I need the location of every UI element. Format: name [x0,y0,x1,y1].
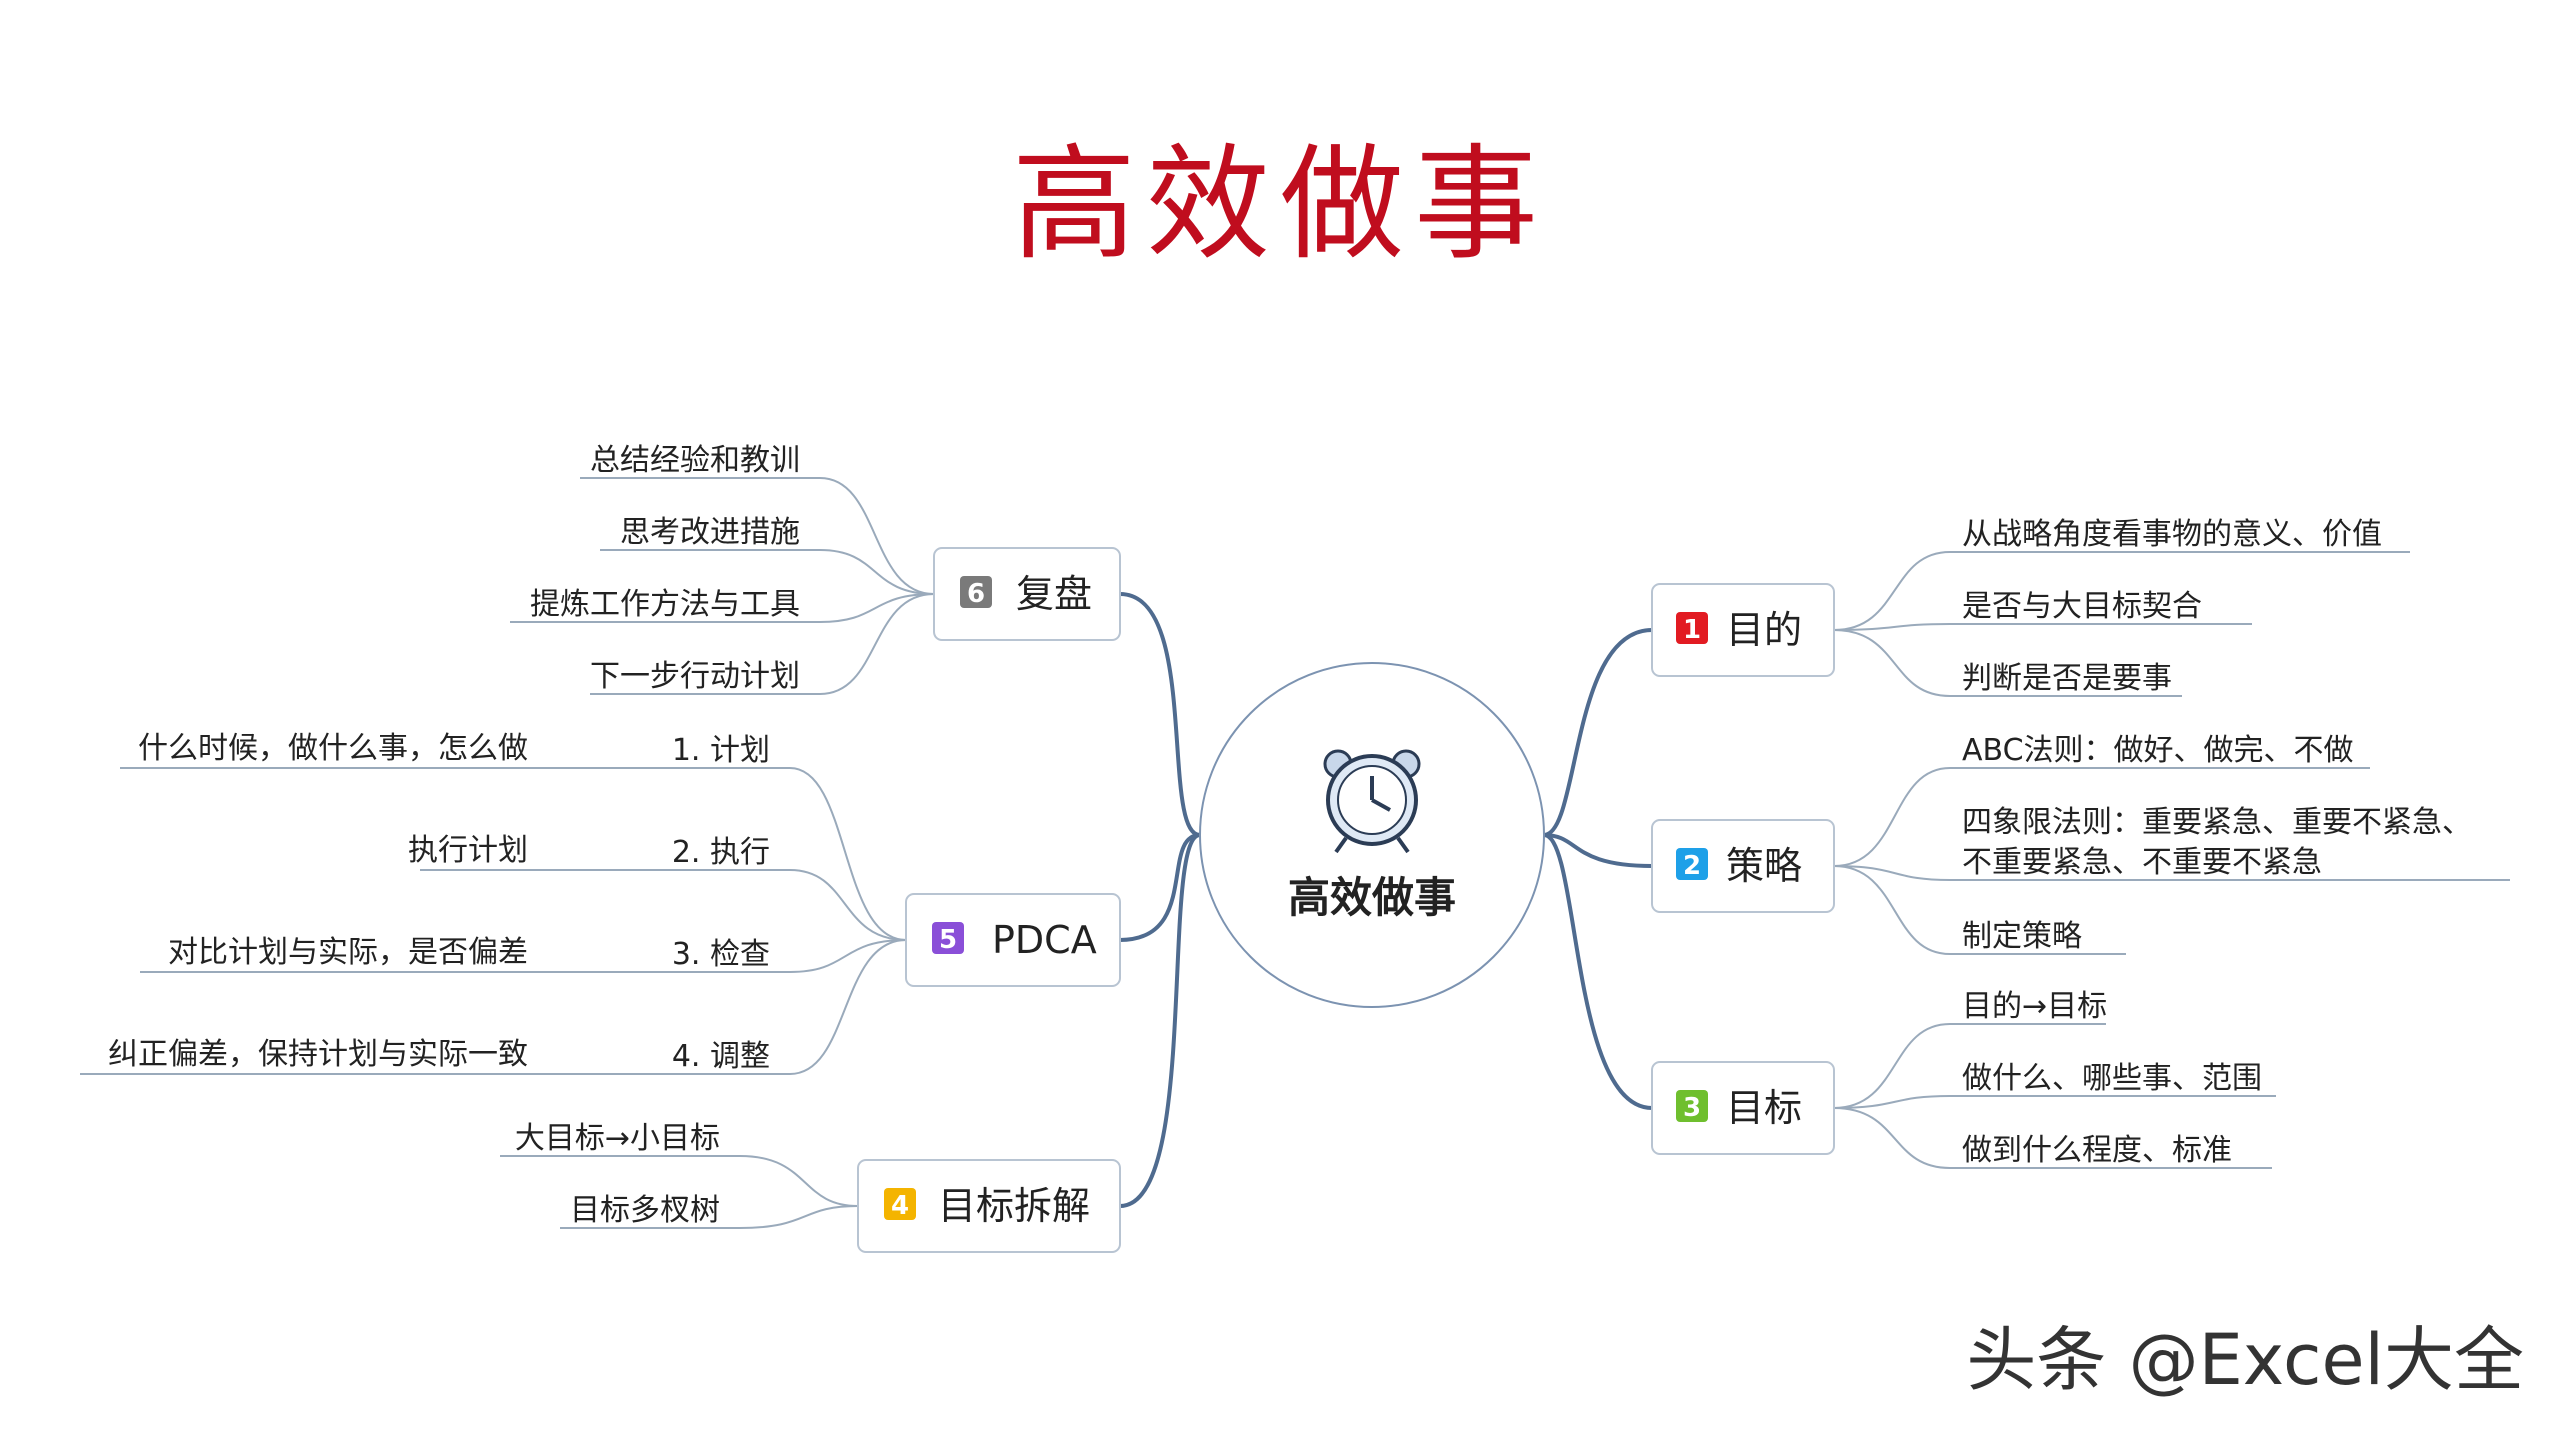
connector-line [1543,833,1653,868]
connector-line [789,939,907,973]
leaf-b5-3-detail[interactable]: 对比计划与实际，是否偏差 [168,935,528,970]
leaves-b1: 从战略角度看事物的意义、价值 是否与大目标契合 判断是否是要事 [1962,517,2382,696]
leaf-b6-4[interactable]: 下一步行动计划 [590,659,800,694]
connector-line [819,549,935,595]
connector-line [1119,833,1201,1208]
leaf-b2-3[interactable]: 制定策略 [1962,919,2082,954]
branch-b4-label: 目标拆解 [938,1184,1090,1228]
badge-6-number: 6 [967,579,985,609]
leaf-b5-4-label[interactable]: 4. 调整 [672,1039,770,1074]
connector-line [739,1155,859,1207]
badge-2-number: 2 [1683,851,1701,881]
leaf-b2-2-line2: 不重要紧急、不重要不紧急 [1962,845,2322,880]
branch-b2[interactable]: 2 策略 [1651,819,1835,913]
leaf-b5-4-detail[interactable]: 纠正偏差，保持计划与实际一致 [108,1037,528,1072]
leaf-b4-2[interactable]: 目标多杈树 [570,1193,720,1228]
branch-b2-label: 策略 [1726,844,1802,888]
connector-line [1833,1107,1951,1169]
leaf-b5-2-detail[interactable]: 执行计划 [408,833,528,868]
branch-b3-label: 目标 [1726,1086,1802,1130]
leaves-b6: 总结经验和教训 思考改进措施 提炼工作方法与工具 下一步行动计划 [530,443,800,694]
leaves-b3: 目的→目标 做什么、哪些事、范围 做到什么程度、标准 [1962,989,2262,1168]
center-node[interactable]: 高效做事 [1199,662,1545,1008]
connector-line [789,939,907,1075]
leaves-b2: ABC法则：做好、做完、不做 四象限法则：重要紧急、重要不紧急、 不重要紧急、不… [1962,733,2482,954]
branch-b6[interactable]: 6 复盘 [933,547,1121,641]
leaf-b5-3-label[interactable]: 3. 检查 [672,937,770,972]
branch-b1-label: 目的 [1726,608,1802,652]
leaves-b5: 1. 计划 什么时候，做什么事，怎么做 2. 执行 执行计划 3. 检查 对比计… [108,731,770,1074]
leaf-b3-2[interactable]: 做什么、哪些事、范围 [1962,1061,2262,1096]
connector-line [789,869,907,941]
badge-3-icon [1676,1090,1708,1122]
leaf-b5-1-label[interactable]: 1. 计划 [672,733,770,768]
branch-b1[interactable]: 1 目的 [1651,583,1835,677]
leaf-b6-3[interactable]: 提炼工作方法与工具 [530,587,800,622]
connector-line [789,767,907,941]
leaf-b2-1[interactable]: ABC法则：做好、做完、不做 [1962,733,2354,768]
leaf-b5-2-label[interactable]: 2. 执行 [672,835,770,870]
connector-line [819,593,935,623]
leaf-b1-1[interactable]: 从战略角度看事物的意义、价值 [1962,517,2382,552]
branch-b3[interactable]: 3 目标 [1651,1061,1835,1155]
connector-line [1833,865,1951,881]
connector-line [739,1205,859,1229]
connector-line [1833,623,1951,631]
connectors [80,477,2510,1229]
branch-b5-label: PDCA [992,918,1097,962]
badge-2-icon [1676,848,1708,880]
leaf-b3-3[interactable]: 做到什么程度、标准 [1962,1133,2232,1168]
connector-line [1119,592,1201,837]
page-title: 高效做事 [1011,133,1548,277]
connector-line [819,477,935,595]
branch-b6-label: 复盘 [1016,572,1092,616]
leaves-b4: 大目标→小目标 目标多杈树 [515,1121,720,1228]
connector-line [1833,1023,1951,1109]
connector-line [1833,1095,1951,1109]
leaf-b5-1-detail[interactable]: 什么时候，做什么事，怎么做 [138,731,528,766]
leaf-b1-2[interactable]: 是否与大目标契合 [1962,589,2202,624]
alarm-clock-icon [1323,749,1421,854]
branch-b5[interactable]: 5 PDCA [905,893,1121,987]
badge-4-icon [884,1188,916,1220]
badge-5-number: 5 [939,925,957,955]
connector-line [1543,833,1653,1110]
connector-line [1543,628,1653,837]
badge-5-icon [932,922,964,954]
leaf-b2-2-line1: 四象限法则：重要紧急、重要不紧急、 [1962,805,2472,840]
leaf-b6-1[interactable]: 总结经验和教训 [590,443,800,478]
branch-b4[interactable]: 4 目标拆解 [857,1159,1121,1253]
watermark: 头条 @Excel大全 [1966,1319,2524,1401]
connector-line [1833,551,1951,631]
leaf-b6-2[interactable]: 思考改进措施 [620,515,800,550]
badge-6-icon [960,576,992,608]
badge-3-number: 3 [1683,1093,1701,1123]
connector-line [1833,767,1951,867]
leaf-b4-1[interactable]: 大目标→小目标 [515,1121,720,1156]
leaf-b2-2[interactable]: 四象限法则：重要紧急、重要不紧急、 不重要紧急、不重要不紧急 [1962,805,2482,880]
leaf-b1-3[interactable]: 判断是否是要事 [1962,661,2172,696]
connector-line [1833,629,1951,697]
badge-4-number: 4 [891,1191,909,1221]
badge-1-number: 1 [1683,615,1701,645]
leaf-b3-1[interactable]: 目的→目标 [1962,989,2107,1024]
connector-line [1833,865,1951,955]
badge-1-icon [1676,612,1708,644]
center-label: 高效做事 [1288,873,1456,922]
connector-line [819,593,935,695]
connector-line [1119,833,1201,942]
